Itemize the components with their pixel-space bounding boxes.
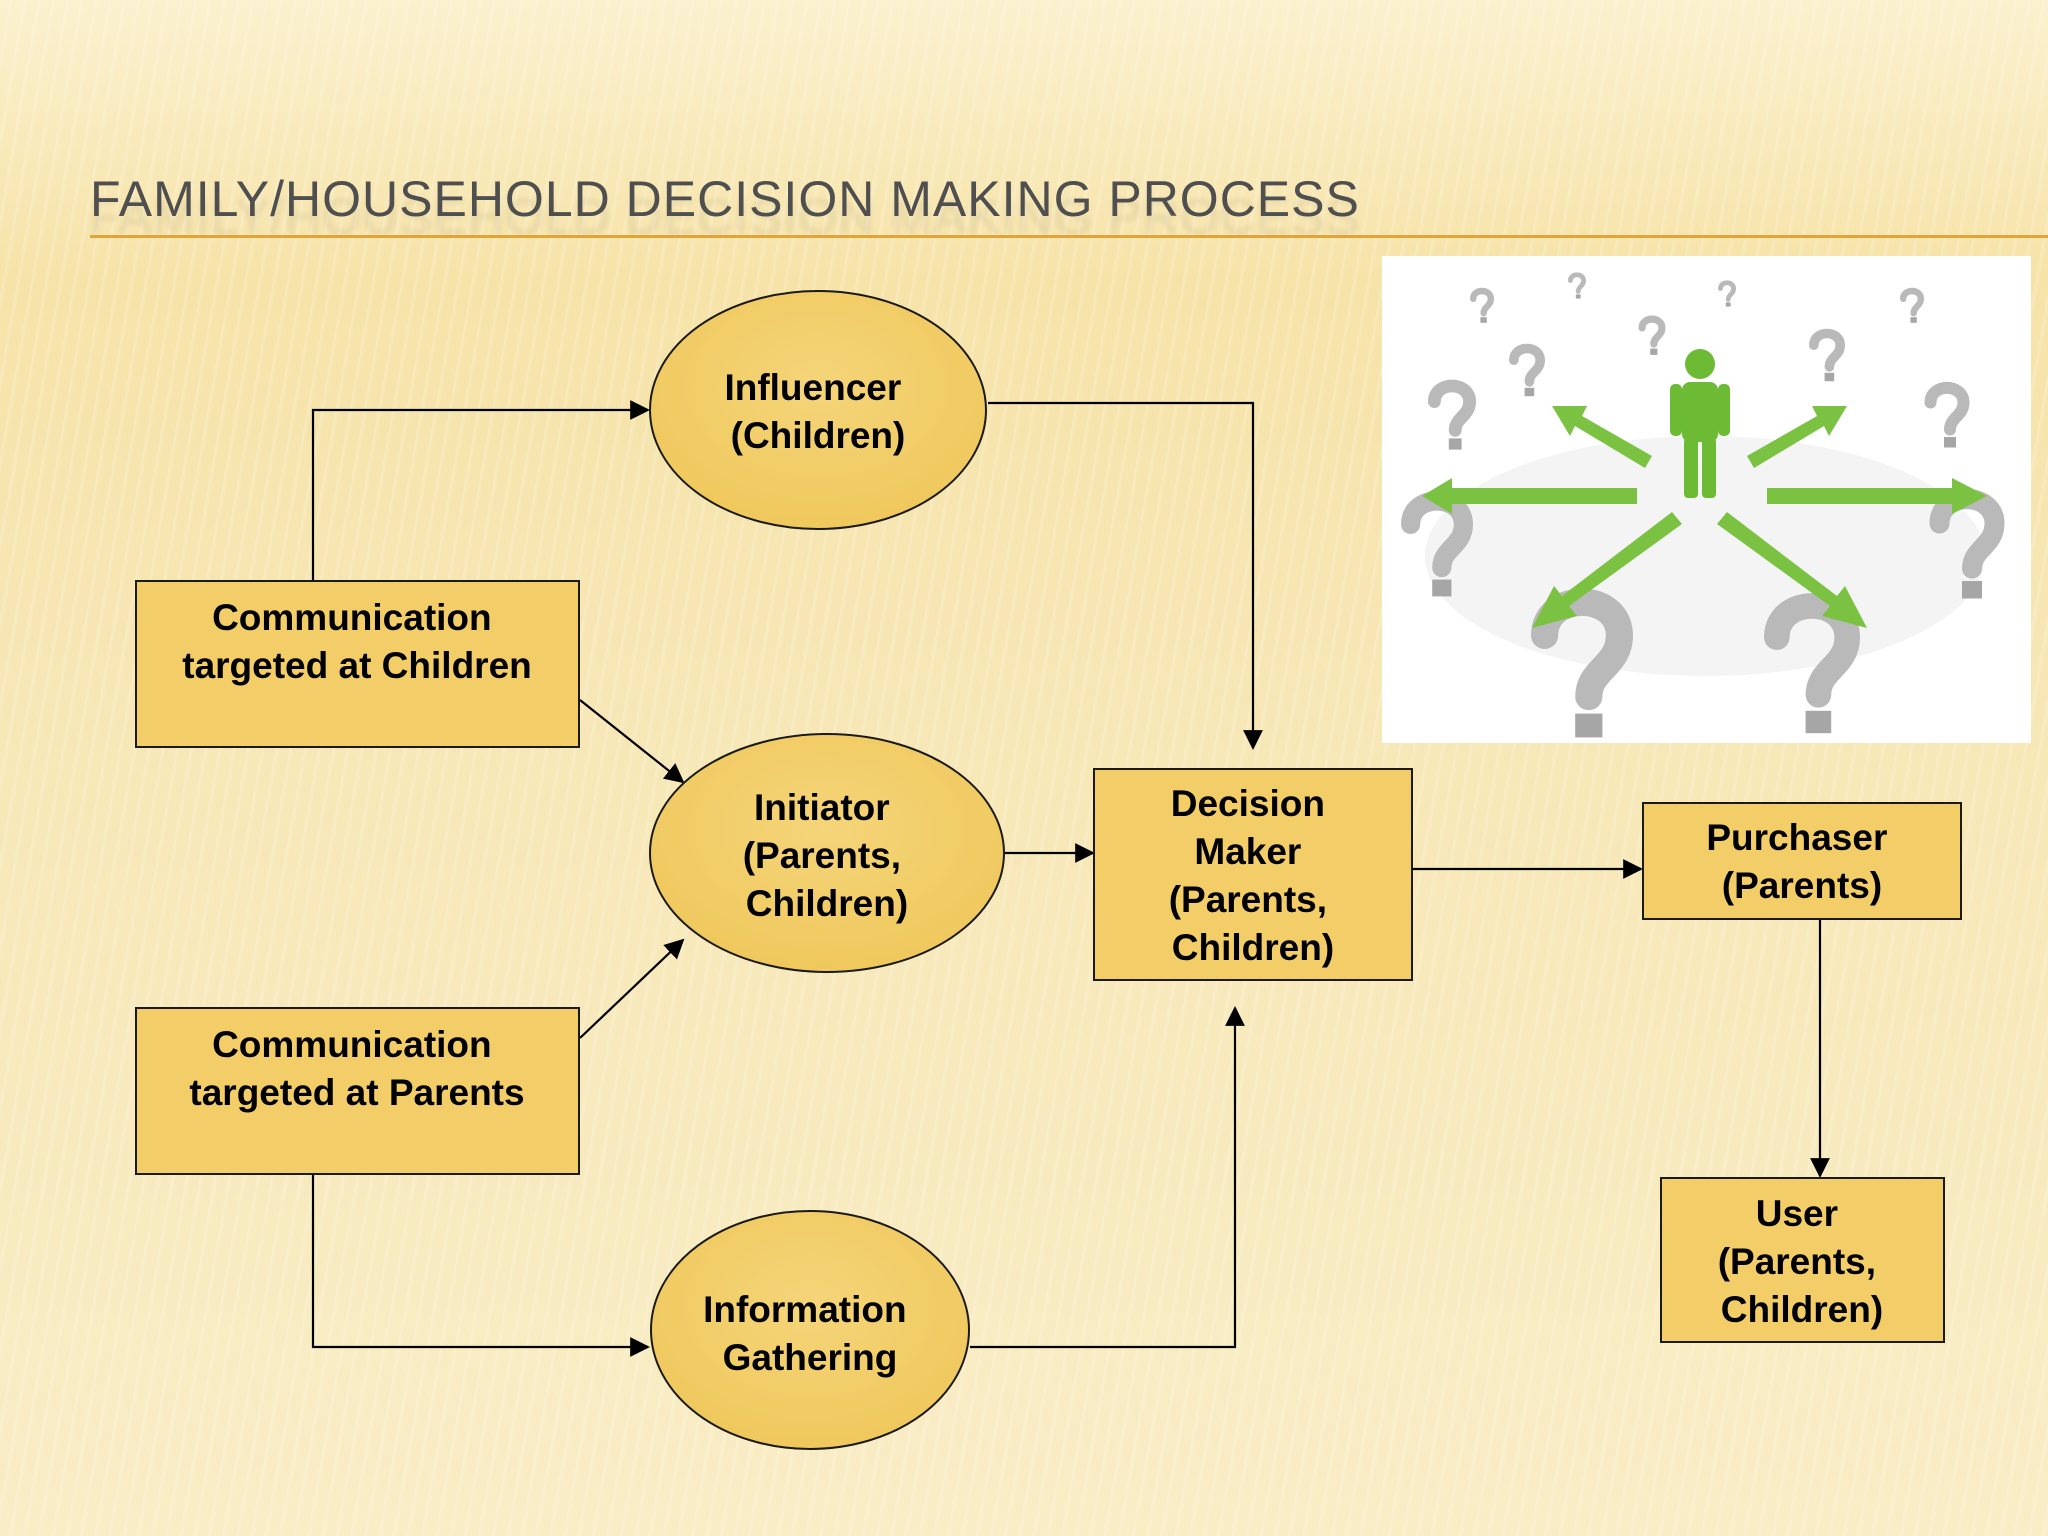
svg-text:Communication targeted a: Communication targeted at Parents bbox=[189, 1024, 524, 1113]
edge-comm-children-to-influencer bbox=[311, 400, 650, 580]
node-info-gathering-line-1: Information bbox=[703, 1289, 906, 1330]
node-initiator-line-1: Initiator bbox=[754, 787, 890, 828]
svg-text:Information Gathering: Information Gathering bbox=[703, 1289, 917, 1378]
edge-info-gathering-to-decision-maker bbox=[970, 1006, 1245, 1349]
node-comm-parents-line-1: Communication bbox=[212, 1024, 492, 1065]
node-initiator: Initiator (Parents, Children) bbox=[649, 733, 1005, 973]
node-comm-children-line-1: Communication bbox=[212, 597, 492, 638]
svg-text:User (Parents, Chi: User (Parents, Children) bbox=[1718, 1193, 1887, 1330]
edge-comm-children-to-initiator bbox=[579, 699, 685, 784]
node-initiator-line-3: Children) bbox=[746, 883, 908, 924]
node-user: User (Parents, Children) bbox=[1660, 1177, 1945, 1343]
node-purchaser: Purchaser (Parents) bbox=[1642, 802, 1962, 920]
node-influencer: Influencer (Children) bbox=[649, 290, 987, 530]
node-purchaser-line-2: (Parents) bbox=[1722, 865, 1882, 906]
node-user-line-1: User bbox=[1756, 1193, 1838, 1234]
svg-text:Communication targeted a: Communication targeted at Children bbox=[182, 597, 532, 686]
node-info-gathering: Information Gathering bbox=[650, 1210, 970, 1450]
edge-comm-parents-to-info-gathering bbox=[311, 1174, 650, 1357]
title-divider bbox=[90, 235, 2048, 238]
node-decision-maker-line-4: Children) bbox=[1172, 927, 1334, 968]
person-with-arrows-and-question-marks-icon bbox=[1382, 256, 2031, 743]
edge-comm-parents-to-initiator bbox=[579, 938, 685, 1039]
node-purchaser-line-1: Purchaser bbox=[1706, 817, 1887, 858]
node-comm-parents-line-2: targeted at Parents bbox=[189, 1072, 524, 1113]
node-decision-maker-line-2: Maker bbox=[1194, 831, 1301, 872]
node-influencer-line-2: (Children) bbox=[731, 415, 906, 456]
slide-title: FAMILY/HOUSEHOLD DECISION MAKING PROCESS bbox=[90, 171, 1360, 227]
svg-text:Influencer (Children): Influencer (Children) bbox=[724, 367, 911, 456]
illustration-panel bbox=[1382, 256, 2031, 743]
node-influencer-line-1: Influencer bbox=[724, 367, 901, 408]
node-comm-children-line-2: targeted at Children bbox=[182, 645, 532, 686]
svg-text:Decision Maker (Pa: Decision Maker (Parents, Children) bbox=[1169, 783, 1338, 968]
node-comm-children: Communication targeted at Children bbox=[135, 580, 580, 748]
node-initiator-line-2: (Parents, bbox=[743, 835, 901, 876]
svg-text:Purchaser (Parents): Purchaser (Parents) bbox=[1706, 817, 1897, 906]
edges bbox=[311, 400, 1830, 1357]
edge-influencer-to-decision-maker bbox=[988, 401, 1263, 750]
node-decision-maker: Decision Maker (Parents, Children) bbox=[1093, 768, 1413, 981]
node-user-line-2: (Parents, bbox=[1718, 1241, 1876, 1282]
node-comm-parents: Communication targeted at Parents bbox=[135, 1007, 580, 1175]
node-info-gathering-line-2: Gathering bbox=[723, 1337, 898, 1378]
node-decision-maker-line-1: Decision bbox=[1171, 783, 1325, 824]
node-user-line-3: Children) bbox=[1721, 1289, 1883, 1330]
svg-text:Initiator (Parents,: Initiator (Parents, Children) bbox=[743, 787, 912, 924]
node-decision-maker-line-3: (Parents, bbox=[1169, 879, 1327, 920]
